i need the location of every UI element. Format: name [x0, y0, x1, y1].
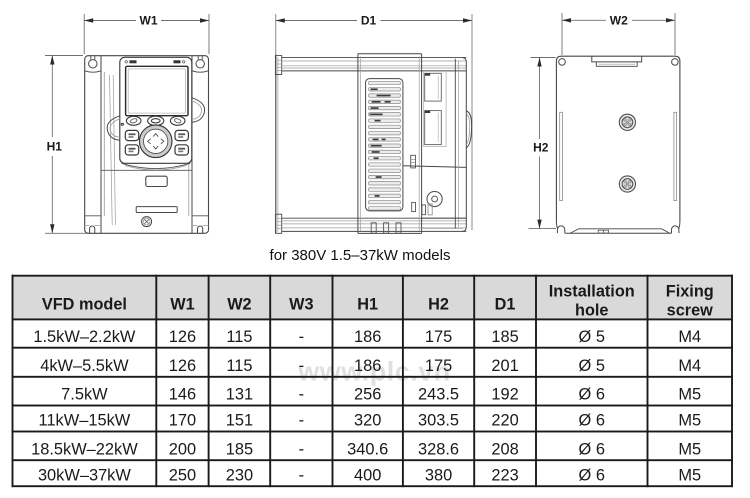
- svg-text:185: 185: [491, 328, 518, 346]
- svg-text:H2: H2: [428, 296, 449, 314]
- svg-text:380: 380: [425, 466, 452, 484]
- svg-text:1.5kW–2.2kW: 1.5kW–2.2kW: [33, 328, 136, 346]
- svg-text:146: 146: [169, 386, 196, 404]
- svg-text:D1: D1: [361, 14, 377, 28]
- svg-text:Ø 5: Ø 5: [579, 357, 605, 375]
- svg-text:30kW–37kW: 30kW–37kW: [38, 466, 131, 484]
- svg-text:H1: H1: [47, 139, 63, 153]
- svg-text:223: 223: [491, 466, 518, 484]
- svg-text:243.5: 243.5: [418, 386, 459, 404]
- svg-text:Installation: Installation: [549, 283, 635, 301]
- svg-text:W2: W2: [227, 296, 251, 314]
- svg-text:Ø 6: Ø 6: [579, 412, 605, 430]
- svg-text:screw: screw: [667, 302, 714, 320]
- svg-text:for 380V 1.5–37kW models: for 380V 1.5–37kW models: [270, 247, 451, 264]
- svg-text:4kW–5.5kW: 4kW–5.5kW: [40, 357, 129, 375]
- svg-text:220: 220: [491, 412, 518, 430]
- svg-text:Ø 5: Ø 5: [579, 328, 605, 346]
- svg-text:185: 185: [226, 440, 253, 458]
- svg-text:201: 201: [491, 357, 518, 375]
- svg-text:-: -: [299, 357, 304, 375]
- svg-text:VFD model: VFD model: [42, 296, 127, 314]
- svg-text:Ø 6: Ø 6: [579, 440, 605, 458]
- svg-text:M4: M4: [678, 357, 701, 375]
- svg-text:W1: W1: [170, 296, 194, 314]
- svg-text:W1: W1: [140, 14, 158, 28]
- svg-text:M5: M5: [678, 440, 701, 458]
- svg-text:-: -: [299, 440, 304, 458]
- svg-text:W3: W3: [289, 296, 313, 314]
- svg-text:175: 175: [425, 328, 452, 346]
- svg-text:M5: M5: [678, 466, 701, 484]
- svg-text:175: 175: [425, 357, 452, 375]
- svg-text:Ø 6: Ø 6: [579, 466, 605, 484]
- svg-text:186: 186: [354, 357, 381, 375]
- svg-text:151: 151: [226, 412, 253, 430]
- svg-text:M4: M4: [678, 328, 701, 346]
- svg-text:H2: H2: [533, 140, 549, 154]
- svg-text:131: 131: [226, 386, 253, 404]
- svg-text:250: 250: [169, 466, 196, 484]
- svg-text:126: 126: [169, 328, 196, 346]
- svg-text:256: 256: [354, 386, 381, 404]
- svg-text:hole: hole: [575, 302, 608, 320]
- svg-text:11kW–15kW: 11kW–15kW: [39, 412, 131, 430]
- svg-text:-: -: [299, 412, 304, 430]
- svg-text:W2: W2: [610, 13, 628, 27]
- svg-text:18.5kW–22kW: 18.5kW–22kW: [31, 440, 138, 458]
- svg-text:230: 230: [226, 466, 253, 484]
- svg-text:340.6: 340.6: [347, 440, 388, 458]
- svg-text:328.6: 328.6: [418, 440, 459, 458]
- svg-text:170: 170: [169, 412, 196, 430]
- svg-text:126: 126: [169, 357, 196, 375]
- svg-text:D1: D1: [495, 296, 516, 314]
- svg-text:320: 320: [354, 412, 381, 430]
- svg-text:-: -: [299, 386, 304, 404]
- svg-text:Ø 6: Ø 6: [579, 386, 605, 404]
- svg-text:-: -: [299, 328, 304, 346]
- svg-text:M5: M5: [678, 386, 701, 404]
- svg-text:H1: H1: [357, 296, 378, 314]
- svg-text:192: 192: [491, 386, 518, 404]
- svg-text:303.5: 303.5: [418, 412, 459, 430]
- svg-text:M5: M5: [678, 412, 701, 430]
- svg-text:-: -: [299, 466, 304, 484]
- svg-text:208: 208: [491, 440, 518, 458]
- svg-text:115: 115: [226, 357, 252, 375]
- svg-text:Fixing: Fixing: [666, 283, 714, 301]
- svg-text:400: 400: [354, 466, 381, 484]
- svg-text:200: 200: [169, 440, 196, 458]
- svg-text:186: 186: [354, 328, 381, 346]
- svg-text:115: 115: [226, 328, 252, 346]
- svg-text:www.plc.vn: www.plc.vn: [297, 357, 451, 387]
- svg-text:7.5kW: 7.5kW: [61, 386, 108, 404]
